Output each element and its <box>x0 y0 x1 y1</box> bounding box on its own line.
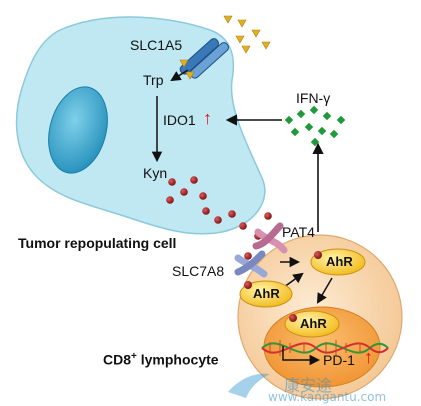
cd8-superscript: + <box>131 351 137 362</box>
slc7a8-label: SLC7A8 <box>172 263 225 279</box>
kyn-label: Kyn <box>143 165 168 181</box>
trp-triangles <box>179 15 271 80</box>
watermark-url: www.kangantu.com <box>268 390 387 404</box>
pd1-promoter-arrow <box>282 346 321 366</box>
pd1-up-arrow-icon: ↑ <box>364 347 373 367</box>
ahr-left <box>239 280 293 308</box>
ahr-cytoplasm-label: AhR <box>326 254 353 269</box>
pd1-label: PD-1 <box>323 352 355 368</box>
ifn-label: IFN-γ <box>296 90 331 106</box>
trp-label: Trp <box>143 72 164 88</box>
ifn-gamma-dots <box>284 105 346 147</box>
kyn-dots <box>166 176 272 260</box>
ahr-nucleus <box>284 310 340 338</box>
watermark-chinese: 康安途 <box>284 376 333 395</box>
dna-helix <box>261 340 389 356</box>
ahr-cytoplasm <box>310 248 366 276</box>
ido1-up-arrow-icon: ↑ <box>203 108 212 128</box>
ahr-to-nucleus-arrow <box>316 277 333 304</box>
slc1a5-label: SLC1A5 <box>130 37 183 53</box>
cd8-label: CD8+ lymphocyte <box>103 352 219 367</box>
tumor-nucleus <box>48 86 108 174</box>
ido1-label: IDO1 <box>163 112 196 128</box>
slc7a8-transporter <box>234 250 268 278</box>
slc1a5-to-trp-arrow <box>170 69 189 82</box>
cd8-text: CD8 <box>103 351 132 368</box>
ahr-nucleus-label: AhR <box>300 316 327 331</box>
ahr-left-label: AhR <box>253 286 280 301</box>
tumor-cell-label: Tumor repopulating cell <box>18 235 177 251</box>
cd8-suffix: lymphocyte <box>136 351 219 368</box>
watermark-logo <box>228 373 270 398</box>
pat4-transporter <box>252 222 288 254</box>
pat4-label: PAT4 <box>282 224 315 240</box>
